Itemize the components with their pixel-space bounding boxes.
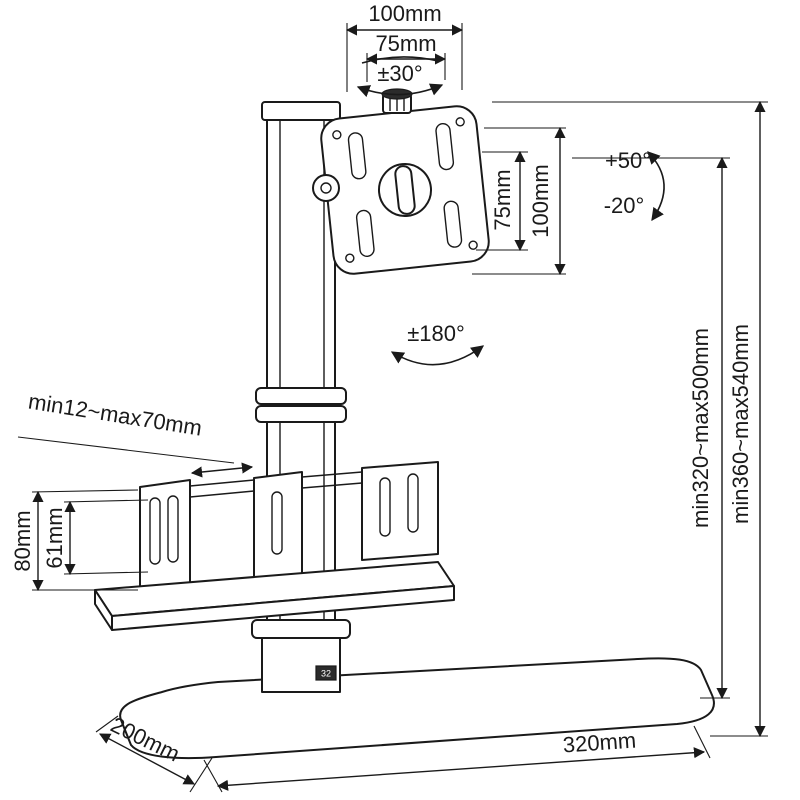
column-base-collar: [251, 619, 351, 639]
dim-vesa-inner-width: 75mm: [365, 31, 447, 82]
dim-vesa-inner-height: 75mm: [476, 150, 528, 252]
dim-label-base-width: 320mm: [562, 727, 637, 757]
dim-overall-height-range: min360~max540mm: [492, 100, 768, 738]
cpu-holder-rails: [189, 471, 363, 498]
column-collar-lower: [255, 405, 347, 423]
cpu-middle-jaw: [253, 471, 303, 583]
vesa-slot-top-right: [435, 123, 455, 171]
dim-vesa-outer-height: 100mm: [472, 126, 566, 276]
cpu-holder: [94, 461, 455, 631]
dim-label-overall-height-range: min360~max540mm: [728, 324, 753, 524]
knob-rotation-arc-bottom: [356, 83, 444, 98]
dim-label-vesa-outer-height: 100mm: [528, 164, 553, 237]
dim-label-vesa-inner-height: 75mm: [490, 169, 515, 230]
dim-label-cpu-clamp-width: min12~max70mm: [27, 389, 204, 441]
cpu-middle-jaw-slot: [271, 491, 283, 555]
cpu-clamp-leader: [17, 436, 235, 464]
cpu-left-jaw: [139, 479, 191, 593]
cpu-left-jaw-slot-2: [167, 495, 179, 563]
label-swivel: ±180°: [407, 321, 465, 346]
cpu-column-bracket: [361, 461, 439, 561]
dimensions: 100mm 75mm ±30° 75mm 100mm: [10, 1, 768, 793]
column-cap: [261, 101, 341, 121]
dim-cpu-outer-height: 80mm: [10, 489, 139, 592]
swivel-arc: [390, 345, 485, 366]
vesa-plate: [320, 105, 490, 275]
vesa-center-slot: [394, 165, 416, 215]
dim-cpu-inner-height: 61mm: [42, 499, 149, 576]
label-tilt-up: +50°: [605, 148, 651, 173]
dim-column-height-range: min320~max500mm: [572, 156, 730, 700]
vesa-slot-top-left: [347, 132, 367, 180]
dim-base-width: 320mm: [203, 725, 711, 793]
pivot-knob-outer: [312, 174, 340, 202]
vesa-slot-bottom-left: [355, 209, 375, 257]
cpu-bracket-slot-2: [407, 473, 419, 533]
knob-rotation-arc-top: [361, 56, 439, 64]
vesa-slot-bottom-right: [443, 200, 463, 248]
dim-vesa-outer-width: 100mm: [345, 1, 464, 92]
pivot-knob: [312, 174, 340, 202]
dim-label-column-height-range: min320~max500mm: [688, 328, 713, 528]
column-foot: [261, 637, 341, 693]
annotation-swivel: ±180°: [390, 321, 485, 366]
column-collar-upper: [255, 387, 347, 405]
cpu-left-jaw-slot-1: [149, 497, 161, 565]
dim-label-vesa-inner-width: 75mm: [375, 31, 436, 56]
annotation-knob-rotation: ±30°: [356, 56, 444, 98]
dim-label-cpu-outer-height: 80mm: [10, 510, 35, 571]
cpu-bracket-slot-1: [379, 477, 391, 537]
pivot-knob-inner: [320, 182, 332, 194]
dim-label-cpu-inner-height: 61mm: [42, 507, 67, 568]
annotation-tilt: +50° -20°: [604, 148, 665, 222]
cpu-tray-left-lip: [94, 589, 113, 631]
vesa-corner-holes: [332, 117, 478, 263]
dim-label-vesa-outer-width: 100mm: [368, 1, 441, 26]
dim-cpu-clamp-width: min12~max70mm: [17, 389, 254, 478]
label-tilt-down: -20°: [604, 193, 645, 218]
rotation-knob: [381, 88, 413, 114]
label-knob-rotation: ±30°: [377, 61, 422, 86]
column-badge-text: 32: [321, 669, 331, 679]
column-badge: [315, 665, 337, 681]
